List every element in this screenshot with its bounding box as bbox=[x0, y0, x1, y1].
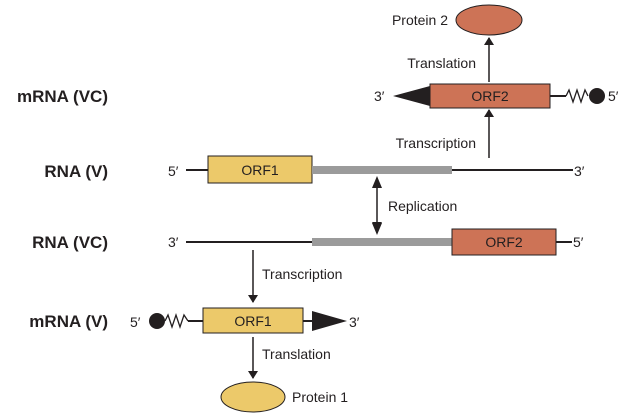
mrna-v-3prime-arrowhead bbox=[312, 311, 347, 331]
mrna-vc-orf2-label: ORF2 bbox=[471, 88, 509, 104]
translation-top-label: Translation bbox=[407, 55, 476, 71]
rna-vc-3prime: 3′ bbox=[168, 234, 179, 250]
replication-arrowhead-down bbox=[372, 223, 382, 235]
mrna-v-5prime-cap bbox=[149, 313, 165, 329]
rna-vc-5prime: 5′ bbox=[573, 234, 584, 250]
protein-2-label: Protein 2 bbox=[392, 12, 448, 28]
protein-1-shape bbox=[220, 381, 286, 413]
mrna-vc-3prime: 3′ bbox=[374, 88, 385, 104]
replication-arrowhead-up bbox=[372, 176, 382, 188]
transcription-top-label: Transcription bbox=[396, 135, 476, 151]
translation-bottom-label: Translation bbox=[262, 346, 331, 362]
mrna-vc-3prime-arrowhead bbox=[393, 86, 430, 106]
mrna-v-5prime: 5′ bbox=[130, 314, 141, 330]
mrna-vc-5prime: 5′ bbox=[608, 88, 619, 104]
mrna-v-orf1-label: ORF1 bbox=[234, 313, 272, 329]
rna-v-noncoding-region bbox=[312, 166, 452, 174]
rna-v-label: RNA (V) bbox=[44, 162, 108, 181]
mrna-vc-5prime-cap bbox=[589, 88, 605, 104]
protein-1-label: Protein 1 bbox=[292, 389, 348, 405]
rna-vc-orf2-label: ORF2 bbox=[485, 234, 523, 250]
rna-vc-label: RNA (VC) bbox=[32, 233, 108, 252]
replication-label: Replication bbox=[388, 198, 457, 214]
rna-v-5prime: 5′ bbox=[168, 163, 179, 179]
rna-v-orf1-label: ORF1 bbox=[241, 162, 279, 178]
mrna-v-label: mRNA (V) bbox=[29, 312, 108, 331]
mrna-v-3prime: 3′ bbox=[349, 314, 360, 330]
rna-vc-noncoding-region bbox=[312, 238, 452, 246]
protein-2-shape bbox=[455, 4, 523, 36]
mrna-vc-label: mRNA (VC) bbox=[17, 87, 108, 106]
mrna-v-polyA-zigzag bbox=[164, 312, 189, 330]
rna-v-orf1-box bbox=[207, 155, 313, 184]
transcription-bottom-label: Transcription bbox=[262, 266, 342, 282]
rna-v-3prime: 3′ bbox=[574, 163, 585, 179]
rna-vc-orf2-box bbox=[451, 228, 557, 256]
mrna-v-orf1-box bbox=[202, 307, 304, 334]
mrna-vc-polyA-zigzag bbox=[565, 87, 589, 105]
